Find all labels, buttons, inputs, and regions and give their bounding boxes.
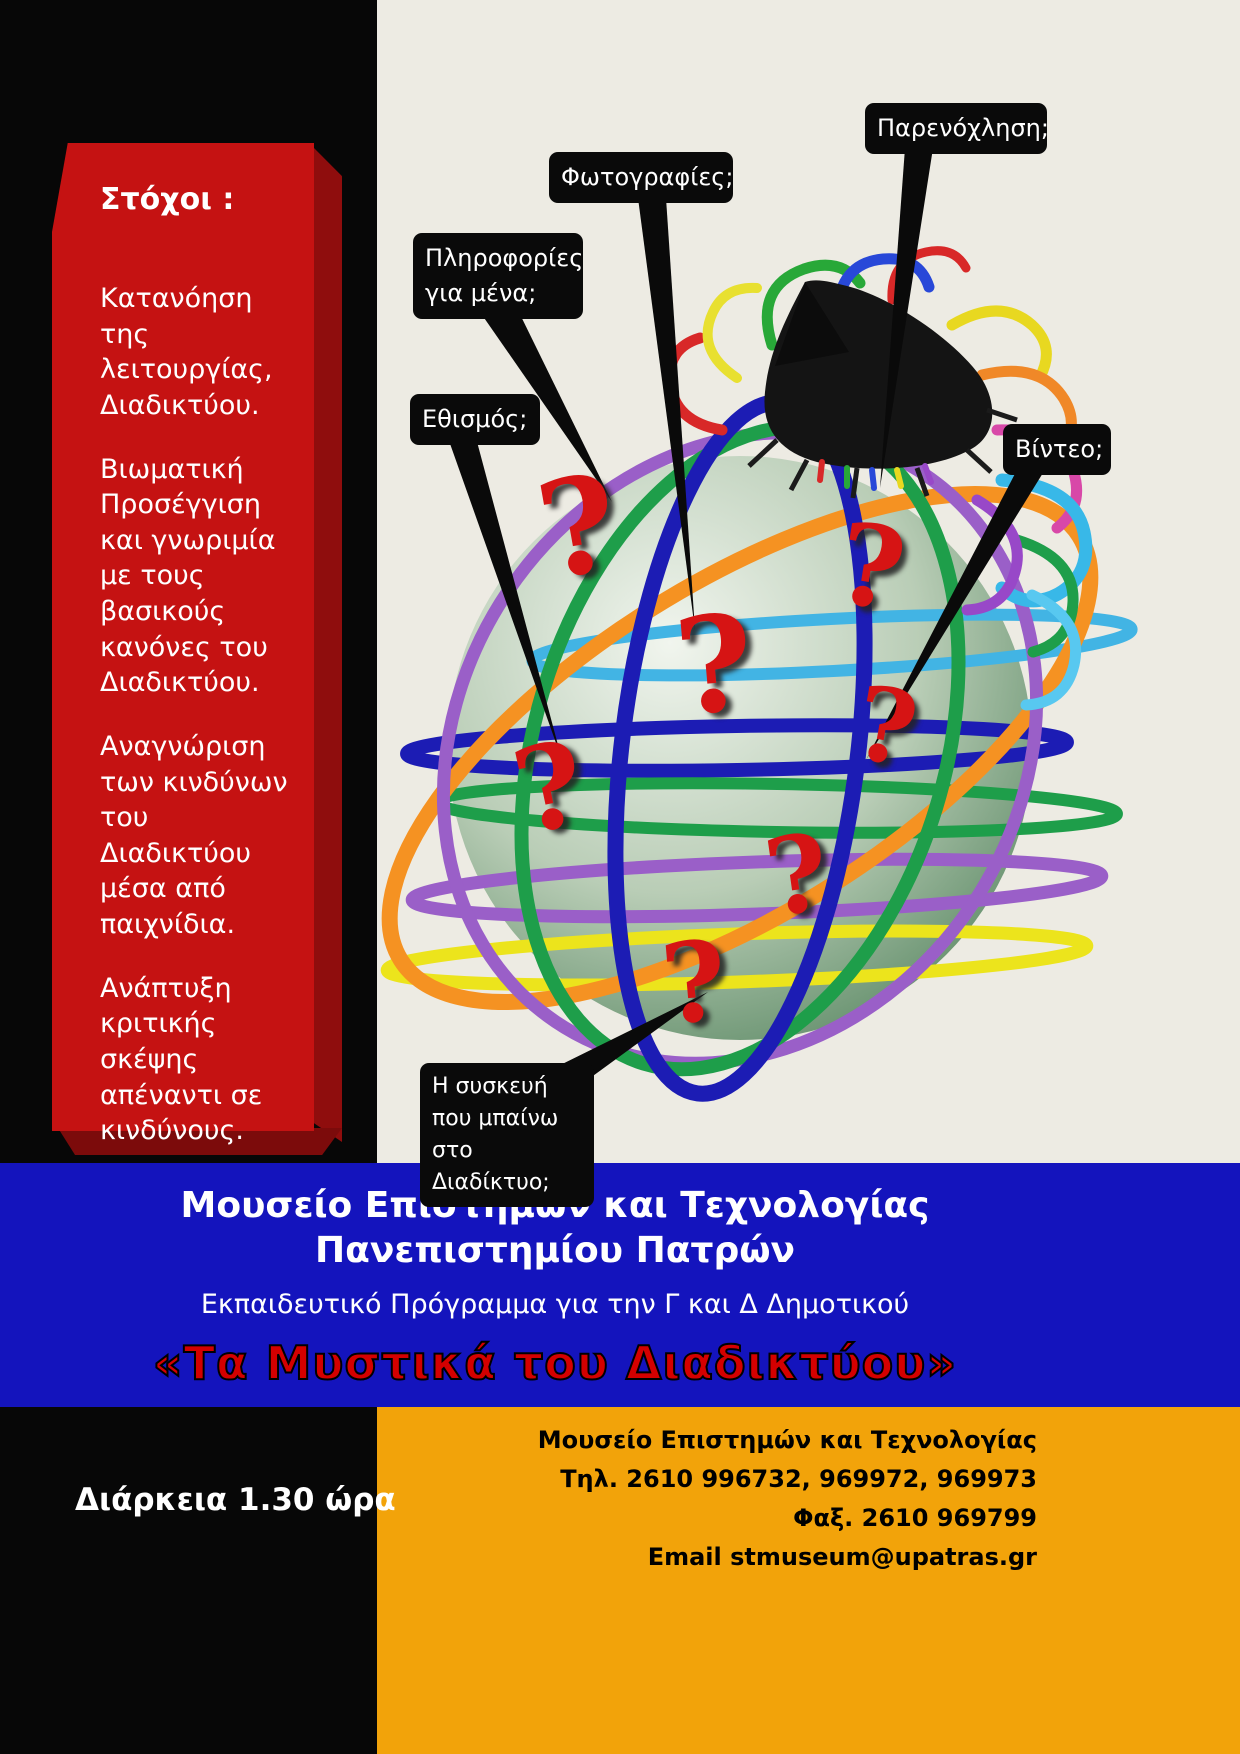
program-title: «Τα Μυστικά του Διαδικτύου» xyxy=(152,1335,958,1391)
monster-hood xyxy=(775,282,849,366)
tail-photos xyxy=(638,198,695,630)
tentacle-green-icon xyxy=(761,259,866,351)
callout-device: Η συσκευή που μπαίνω στο Διαδίκτυο; xyxy=(420,1063,594,1207)
red-banner-side-face xyxy=(312,146,342,1142)
question-mark: ? xyxy=(656,915,732,1050)
tail-harassment xyxy=(880,148,933,488)
callout-video: Βίντεο; xyxy=(1003,424,1111,475)
ribbon-navy-band xyxy=(400,718,1074,778)
tentacle-yellow2-icon xyxy=(946,305,1052,383)
contact-line: Φαξ. 2610 969799 xyxy=(793,1504,1037,1532)
tail-video xyxy=(866,468,1046,760)
question-mark: ? xyxy=(669,584,760,747)
contact-line: Email stmuseum@upatras.gr xyxy=(647,1543,1037,1571)
museum-title-line2: Πανεπιστημίου Πατρών xyxy=(314,1230,796,1271)
contact-line: Μουσείο Επιστημών και Τεχνολογίας xyxy=(537,1426,1037,1454)
goal-item: Κατανόηση της λειτουργίας, Διαδικτύου. xyxy=(100,283,273,421)
contact-panel: Μουσείο Επιστημών και Τεχνολογίας Τηλ. 2… xyxy=(377,1407,1240,1754)
contact-line: Τηλ. 2610 996732, 969972, 969973 xyxy=(560,1465,1037,1493)
goal-item: Βιωματική Προσέγγιση και γνωριμία με του… xyxy=(100,453,276,699)
internet-monster-illustration xyxy=(747,280,1018,499)
callout-addiction: Εθισμός; xyxy=(410,394,540,445)
globe-illustration xyxy=(380,148,1138,1102)
red-banner-bottom-face xyxy=(58,1128,342,1155)
ribbon-purple-band xyxy=(405,852,1109,924)
museum-band: Μουσείο Επιστημών και Τεχνολογίας Πανεπι… xyxy=(0,1163,1240,1407)
tentacle-green2-icon xyxy=(1011,534,1079,658)
tentacle-red2-icon xyxy=(887,246,971,305)
duration-label: Διάρκεια 1.30 ώρα xyxy=(75,1482,396,1518)
monster-hair xyxy=(747,407,1018,499)
goals-heading: Στόχοι : xyxy=(100,182,235,217)
tail-personal-info xyxy=(480,298,612,502)
tail-addiction xyxy=(448,438,562,760)
red-banner xyxy=(52,143,314,1131)
goals-panel: Στόχοι : Κατανόηση της λειτουργίας, Διαδ… xyxy=(100,182,305,1177)
program-info: Εκπαιδευτικό Πρόγραμμα για την Γ και Δ Δ… xyxy=(200,1289,910,1320)
monster-fringe xyxy=(817,459,934,491)
globe-sphere xyxy=(448,456,1032,1040)
goal-item: Αναγνώριση των κινδύνων του Διαδικτύου μ… xyxy=(100,730,288,940)
tentacle-lightblue-icon xyxy=(1020,589,1082,711)
callout-personal-info: Πληροφορίες για μένα; xyxy=(413,233,583,319)
callout-harassment: Παρενόχληση; xyxy=(865,103,1049,154)
goal-item: Ανάπτυξη κριτικής σκέψης απέναντι σε κιν… xyxy=(100,972,263,1147)
tentacle-yellow-icon xyxy=(702,282,762,383)
callout-photos: Φωτογραφίες; xyxy=(549,152,733,203)
